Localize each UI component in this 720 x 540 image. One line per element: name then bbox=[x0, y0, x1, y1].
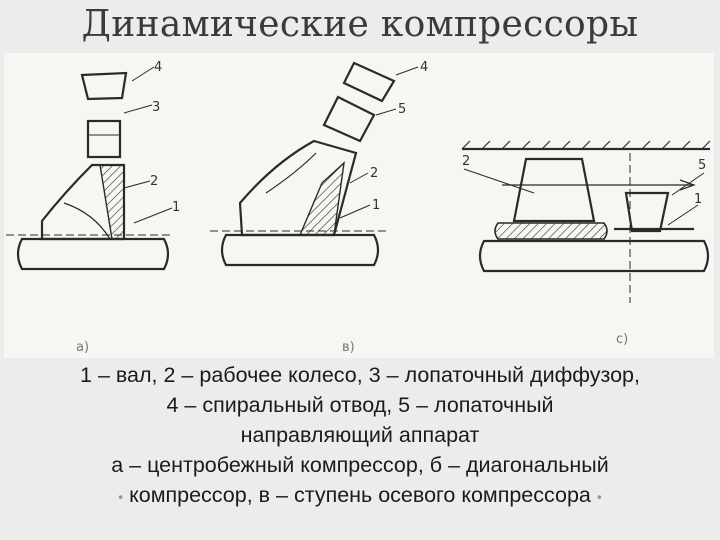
rotor-hub-c bbox=[494, 222, 608, 240]
compressor-diagram-figure: 4 3 2 1 а) bbox=[4, 53, 714, 358]
caption-line-5-text: компрессор, в – ступень осевого компресс… bbox=[129, 483, 591, 507]
caption-line-2: 4 – спиральный отвод, 5 – лопаточный bbox=[166, 393, 554, 417]
spiral-outlet-a bbox=[80, 71, 128, 101]
panel-a-caption: а) bbox=[76, 340, 89, 355]
slide-title: Динамические компрессоры bbox=[81, 4, 639, 45]
caption-line-3: направляющий аппарат bbox=[240, 423, 480, 447]
label-b-1: 1 bbox=[372, 198, 380, 213]
panel-c-caption: с) bbox=[616, 332, 628, 347]
label-c-5: 5 bbox=[698, 158, 706, 173]
bullet-icon: • bbox=[596, 488, 602, 505]
label-b-4: 4 bbox=[420, 60, 428, 75]
spiral-outlet-b bbox=[342, 61, 396, 103]
figure-caption: 1 – вал, 2 – рабочее колесо, 3 – лопаточ… bbox=[0, 360, 720, 511]
caption-line-4: а – центробежный компрессор, б – диагона… bbox=[111, 453, 609, 477]
label-c-1: 1 bbox=[694, 192, 702, 207]
shaft-b bbox=[220, 233, 380, 267]
panel-c-axial bbox=[461, 140, 711, 303]
compressor-diagram: 4 3 2 1 а) bbox=[6, 60, 711, 355]
label-a-4: 4 bbox=[154, 60, 162, 75]
stator-vane-c bbox=[624, 191, 670, 233]
caption-line-1: 1 – вал, 2 – рабочее колесо, 3 – лопаточ… bbox=[80, 363, 640, 387]
label-c-2: 2 bbox=[462, 154, 470, 169]
panel-a-centrifugal bbox=[6, 66, 174, 271]
caption-line-5: • компрессор, в – ступень осевого компре… bbox=[0, 480, 720, 511]
bullet-icon: • bbox=[118, 488, 124, 505]
label-b-2: 2 bbox=[370, 166, 378, 181]
label-a-2: 2 bbox=[150, 174, 158, 189]
label-a-1: 1 bbox=[172, 200, 180, 215]
guide-vane-b bbox=[322, 95, 376, 143]
shaft-c bbox=[478, 239, 710, 273]
label-b-5: 5 bbox=[398, 102, 406, 117]
diffuser-a bbox=[86, 119, 122, 159]
shaft-a bbox=[16, 237, 170, 271]
label-a-3: 3 bbox=[152, 100, 160, 115]
panel-b-diagonal bbox=[210, 61, 419, 267]
rotor-blade-c bbox=[512, 157, 596, 223]
panel-b-caption: в) bbox=[342, 340, 355, 355]
